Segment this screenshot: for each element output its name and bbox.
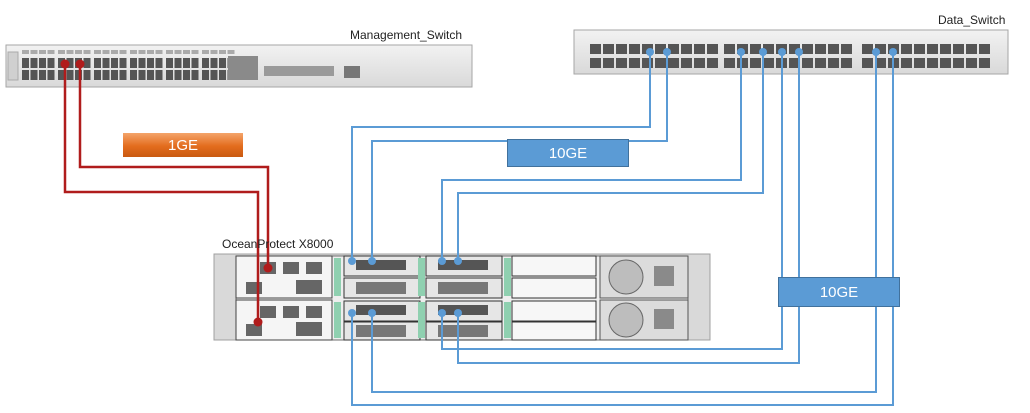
management-link-port-dot [253, 317, 263, 327]
management-switch [5, 44, 473, 88]
badge-10ge-right: 10GE [778, 277, 900, 307]
badge-10ge-top: 10GE [507, 139, 629, 167]
data-link-port-dot [438, 309, 446, 317]
link-endpoints [60, 48, 897, 327]
data-link-port-dot [778, 48, 786, 56]
device-label: OceanProtect X8000 [222, 237, 334, 251]
data-link-port-dot [795, 48, 803, 56]
data-link-port-dot [759, 48, 767, 56]
data-link-port-dot [438, 257, 446, 265]
data-switch-label: Data_Switch [938, 13, 1006, 27]
data-switch [573, 29, 1009, 75]
data-link-port-dot [737, 48, 745, 56]
data-link-port-dot [872, 48, 880, 56]
management-link-port-dot [75, 59, 85, 69]
data-link-port-dot [368, 309, 376, 317]
data-link-port-dot [646, 48, 654, 56]
data-links [351, 52, 894, 406]
management-switch-label: Management_Switch [350, 28, 463, 42]
data-link-port-dot [889, 48, 897, 56]
badge-1ge: 1GE [123, 133, 243, 157]
data-link-port-dot [454, 257, 462, 265]
management-link-port-dot [60, 59, 70, 69]
management-links [63, 64, 270, 322]
oceanprotect-device [213, 253, 711, 341]
data-link-port-dot [454, 309, 462, 317]
data-link-port-dot [368, 257, 376, 265]
data-link-port-dot [348, 257, 356, 265]
data-link-port-dot [663, 48, 671, 56]
management-link-port-dot [263, 263, 273, 273]
data-link-port-dot [348, 309, 356, 317]
